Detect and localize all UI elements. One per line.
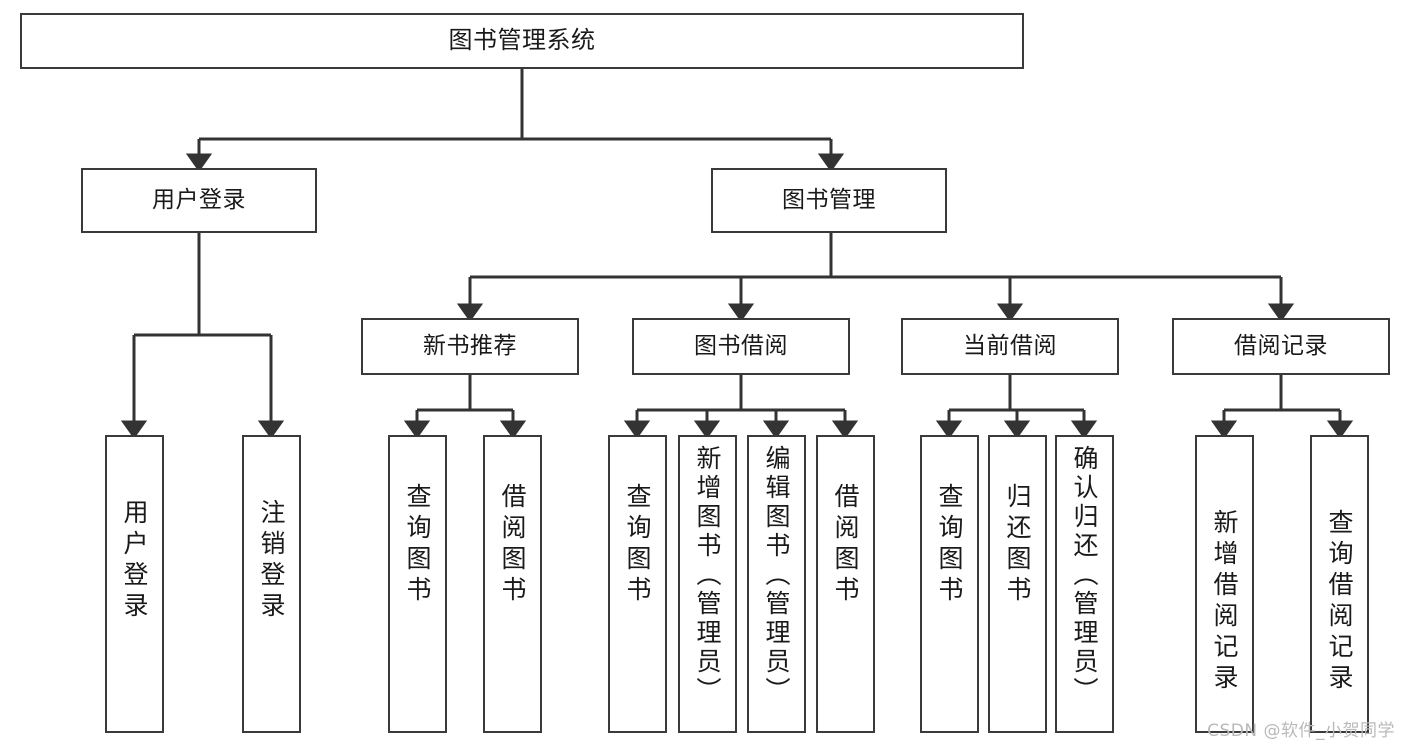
- node-label: 查询图书: [623, 483, 652, 607]
- leaf-user-login[interactable]: 用户登录: [105, 435, 164, 733]
- node-book-borrowing[interactable]: 图书借阅: [632, 318, 850, 375]
- node-label: 用户登录: [120, 499, 149, 623]
- node-label: 归还图书: [1003, 483, 1032, 607]
- leaf-query-borrow-record[interactable]: 查询借阅记录: [1310, 435, 1369, 733]
- leaf-query-book-current[interactable]: 查询图书: [920, 435, 979, 733]
- leaf-borrow-book-new[interactable]: 借阅图书: [483, 435, 542, 733]
- node-label: 确认归还（管理员）: [1070, 445, 1099, 706]
- node-label: 图书管理: [782, 187, 876, 214]
- node-label: 图书借阅: [694, 333, 788, 360]
- node-current-borrowing[interactable]: 当前借阅: [901, 318, 1119, 375]
- node-label: 注销登录: [257, 499, 286, 623]
- node-label: 编辑图书（管理员）: [762, 445, 791, 706]
- node-label: 借阅图书: [498, 483, 527, 607]
- leaf-add-borrow-record[interactable]: 新增借阅记录: [1195, 435, 1254, 733]
- node-borrowing-record[interactable]: 借阅记录: [1172, 318, 1390, 375]
- node-label: 查询借阅记录: [1325, 509, 1354, 695]
- node-label: 图书管理系统: [448, 26, 596, 55]
- node-label: 查询图书: [403, 483, 432, 607]
- leaf-add-book-admin[interactable]: 新增图书（管理员）: [678, 435, 737, 733]
- node-root-book-management-system[interactable]: 图书管理系统: [20, 13, 1024, 69]
- leaf-query-book-new[interactable]: 查询图书: [388, 435, 447, 733]
- node-label: 查询图书: [935, 483, 964, 607]
- node-label: 用户登录: [152, 187, 246, 214]
- node-new-book-recommendation[interactable]: 新书推荐: [361, 318, 579, 375]
- node-label: 新增借阅记录: [1210, 509, 1239, 695]
- node-label: 新书推荐: [423, 333, 517, 360]
- leaf-borrow-book[interactable]: 借阅图书: [816, 435, 875, 733]
- leaf-return-book[interactable]: 归还图书: [988, 435, 1047, 733]
- node-label: 新增图书（管理员）: [693, 445, 722, 706]
- leaf-logout[interactable]: 注销登录: [242, 435, 301, 733]
- node-label: 当前借阅: [963, 333, 1057, 360]
- node-label: 借阅图书: [831, 483, 860, 607]
- leaf-confirm-return-admin[interactable]: 确认归还（管理员）: [1055, 435, 1114, 733]
- node-book-management[interactable]: 图书管理: [711, 168, 947, 233]
- node-user-login[interactable]: 用户登录: [81, 168, 317, 233]
- leaf-edit-book-admin[interactable]: 编辑图书（管理员）: [747, 435, 806, 733]
- leaf-query-book-borrow[interactable]: 查询图书: [608, 435, 667, 733]
- node-label: 借阅记录: [1234, 333, 1328, 360]
